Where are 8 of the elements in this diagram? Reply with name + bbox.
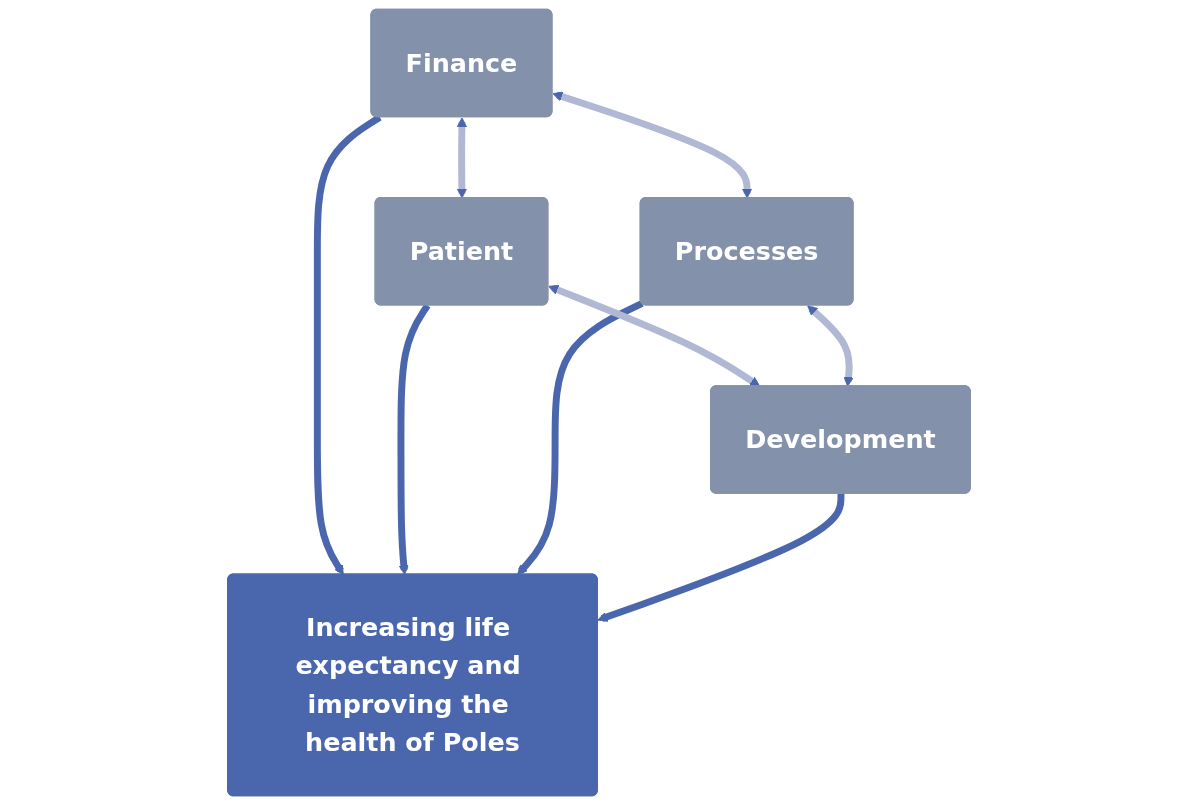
arrow (807, 305, 854, 387)
arrow (517, 300, 644, 576)
arrow (456, 117, 467, 199)
arrow (597, 493, 845, 622)
arrow (548, 284, 761, 387)
arrow (397, 303, 431, 576)
arrow (552, 91, 753, 199)
arrow (313, 114, 382, 576)
